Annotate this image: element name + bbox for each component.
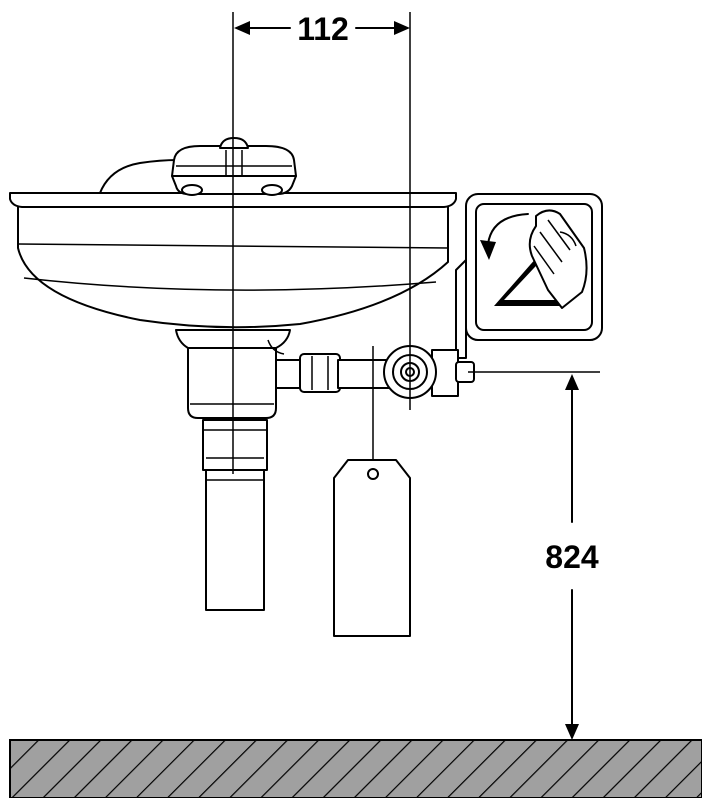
floor — [9, 739, 702, 798]
hanging-tag — [333, 346, 411, 637]
supply-pipe — [275, 353, 393, 393]
eyewash-spray-head — [99, 137, 297, 196]
horizontal-dimension-label: 112 — [297, 11, 349, 47]
push-handle-sign[interactable] — [455, 193, 603, 359]
vertical-dimension: 824 — [545, 374, 599, 740]
hand-push-paddle-icon — [480, 209, 588, 309]
horizontal-dimension: 112 — [234, 11, 410, 47]
vertical-dimension-label: 824 — [545, 539, 599, 575]
centerlines — [232, 12, 600, 474]
